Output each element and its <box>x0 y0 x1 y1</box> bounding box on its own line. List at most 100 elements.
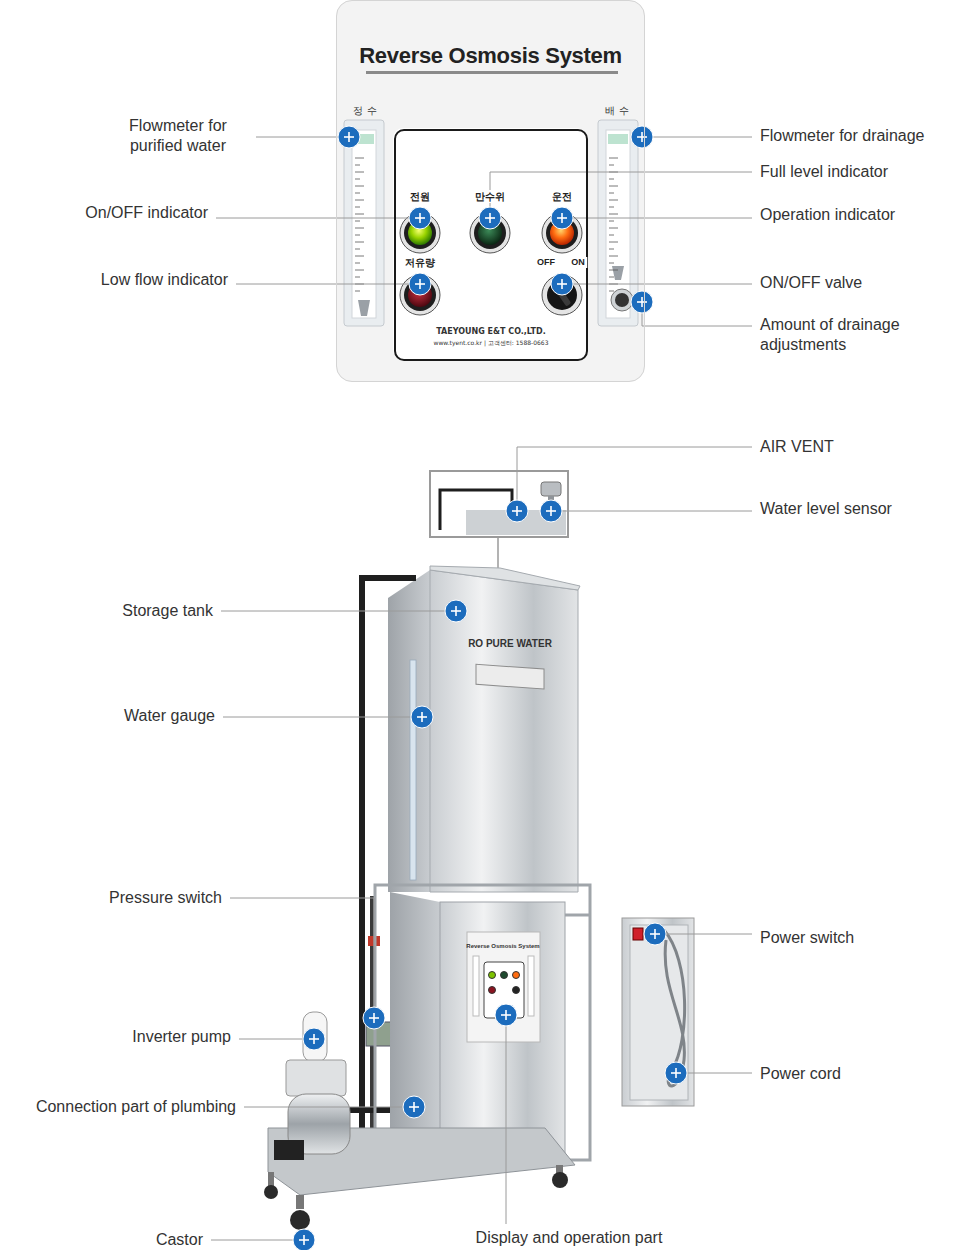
base-cabinet <box>390 892 440 1160</box>
callout-markers <box>561 213 563 223</box>
lamp-label: 저유량 <box>403 256 437 269</box>
flowmeter-body <box>608 134 628 144</box>
callout-markers <box>479 207 501 229</box>
callout-markers <box>409 273 431 295</box>
leader-lines <box>211 1240 293 1241</box>
flowmeter-scale <box>609 242 618 243</box>
switch-label: ON <box>569 257 587 268</box>
callout-label: Power cord <box>760 1064 841 1084</box>
inverter-pump <box>286 1060 346 1096</box>
callout-markers <box>293 126 687 1250</box>
callout-label: Water gauge <box>124 706 215 726</box>
drainage-knob <box>611 289 633 311</box>
callout-markers <box>551 273 573 295</box>
callout-markers <box>363 1007 385 1029</box>
callout-markers <box>409 207 431 229</box>
callout-markers <box>403 1096 425 1118</box>
flowmeter-body <box>598 120 638 326</box>
base-cabinet <box>513 987 520 994</box>
callout-markers <box>313 1034 315 1044</box>
storage-tank <box>388 566 580 892</box>
power-switch-inset <box>630 925 688 1100</box>
callout-markers <box>540 500 562 522</box>
flowmeter-scale <box>609 249 614 250</box>
leader-lines <box>642 312 752 326</box>
flowmeter-scale <box>609 256 618 257</box>
callout-markers <box>631 291 653 313</box>
flowmeter-body <box>352 130 376 318</box>
leader-lines <box>653 137 752 138</box>
base-cabinet <box>375 885 590 1160</box>
callout-label: Power switch <box>760 928 854 948</box>
callout-label: Castor <box>156 1230 203 1250</box>
base-cabinet <box>440 902 565 1160</box>
callout-markers <box>293 1229 315 1250</box>
power-switch-inset <box>622 918 694 1106</box>
node-text: www.tyent.co.kr | 고객센터: 1588-0663 <box>434 339 549 346</box>
control-box-face <box>393 128 587 360</box>
inverter-pump <box>303 1012 327 1062</box>
inverter-pump <box>274 1140 304 1160</box>
base-cabinet <box>513 972 520 979</box>
panel-title-small: Reverse Osmosis System <box>466 942 539 950</box>
callout-markers <box>338 126 360 148</box>
callout-markers <box>551 207 573 229</box>
flowmeter-scale <box>355 200 364 201</box>
callout-markers <box>550 506 552 516</box>
callout-markers <box>540 500 562 522</box>
callout-markers <box>561 279 563 289</box>
callout-markers <box>489 213 491 223</box>
control-panel-face <box>366 71 618 74</box>
callout-markers <box>631 291 653 313</box>
storage-tank <box>410 660 416 880</box>
platform-base <box>296 1195 304 1209</box>
flowmeter-body <box>358 300 370 316</box>
indicator-lamp <box>470 213 510 253</box>
node-heading: TAEYOUNG E&T CO.,LTD. <box>436 327 546 337</box>
flowmeter-scale <box>355 158 364 159</box>
flowmeter-scale <box>609 228 618 229</box>
indicator-lamp <box>400 213 440 253</box>
flowmeter-scale <box>355 186 364 187</box>
base-cabinet <box>489 987 496 994</box>
switch-label: OFF <box>535 257 557 268</box>
callout-markers <box>631 126 653 148</box>
control-panel-face <box>336 0 645 382</box>
callout-markers <box>506 500 528 522</box>
platform-base <box>552 1172 568 1188</box>
callout-markers <box>403 1096 425 1118</box>
callout-label: Water level sensor <box>760 499 892 519</box>
platform-base <box>556 1165 563 1173</box>
flowmeter-body <box>344 120 384 326</box>
panel-label: 정 수 <box>353 104 376 117</box>
callout-label: Operation indicator <box>760 205 895 225</box>
callout-markers <box>413 1102 415 1112</box>
tank-top-inset <box>440 490 512 530</box>
callout-markers <box>445 600 467 622</box>
callout-markers <box>303 1028 325 1050</box>
flowmeter-scale <box>609 158 618 159</box>
flowmeter-scale <box>355 242 364 243</box>
leader-lines <box>572 218 752 219</box>
tank-top-inset <box>497 537 499 568</box>
base-cabinet <box>467 932 540 1042</box>
flowmeter-scale <box>355 235 360 236</box>
leader-lines <box>244 1107 403 1108</box>
callout-markers <box>479 207 501 229</box>
leader-lines <box>666 934 752 935</box>
leader-lines <box>230 898 374 1007</box>
callout-markers <box>409 207 431 229</box>
leader-lines <box>223 717 411 718</box>
storage-tank <box>430 570 578 892</box>
callout-markers <box>445 600 467 622</box>
callout-markers <box>303 1028 325 1050</box>
leader-lines <box>221 611 445 612</box>
callout-markers <box>293 1229 315 1250</box>
flowmeter-scale <box>355 277 360 278</box>
lamp-label: 만수위 <box>473 190 507 203</box>
flowmeter-scale <box>355 207 360 208</box>
base-cabinet <box>489 972 496 979</box>
